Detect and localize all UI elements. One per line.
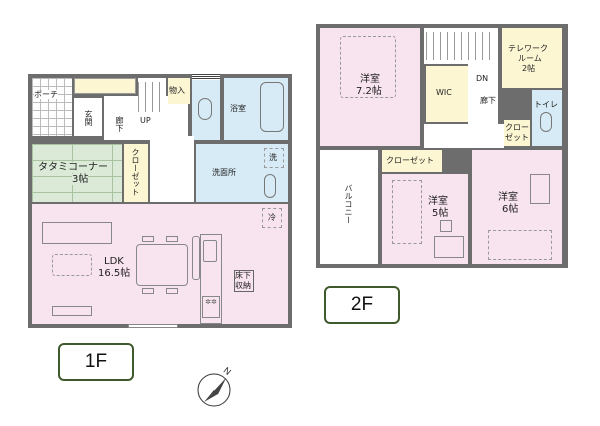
desk-icon bbox=[530, 174, 550, 204]
hallway-2f-lower bbox=[424, 124, 504, 148]
telework-label-2: ルーム bbox=[518, 54, 542, 63]
storage-label: 物入 bbox=[169, 86, 185, 95]
stairs-down-label: DN bbox=[476, 74, 489, 83]
toilet-2f-label: トイレ bbox=[534, 100, 558, 109]
toilet-1f bbox=[192, 78, 220, 140]
porch bbox=[32, 78, 72, 136]
floor-plan-2f: 洋室 7.2帖 WIC DN 廊下 テレワーク ルーム 2帖 トイレ クロー ゼ… bbox=[316, 24, 568, 268]
bedroom-5-size: 5帖 bbox=[432, 208, 449, 219]
compass: N bbox=[196, 365, 236, 408]
dining-chair-icon bbox=[166, 288, 178, 294]
bed-icon bbox=[392, 180, 422, 244]
floor-badge-1f: 1F bbox=[58, 343, 134, 381]
closet-small-label-2: ゼット bbox=[505, 133, 529, 142]
closet-1f-label: クローゼット bbox=[131, 148, 140, 196]
balcony-label: バルコニー bbox=[344, 184, 353, 224]
bedroom-7-2 bbox=[320, 28, 420, 146]
toilet-fixture-icon bbox=[540, 112, 552, 132]
underfloor-storage-label-1: 床下 bbox=[235, 271, 251, 280]
storage-closet bbox=[168, 78, 190, 104]
dining-table-icon bbox=[136, 244, 188, 286]
closet-wide-label: クローゼット bbox=[386, 156, 434, 165]
toilet-2f bbox=[532, 90, 562, 146]
dining-chair-icon bbox=[142, 236, 154, 242]
dining-chair-icon bbox=[166, 236, 178, 242]
bed-icon bbox=[340, 36, 396, 98]
telework-size: 2帖 bbox=[522, 64, 536, 73]
floor-badge-2f: 2F bbox=[324, 286, 400, 324]
underfloor-storage-label-2: 収納 bbox=[235, 281, 251, 290]
bedroom-7-2-name: 洋室 bbox=[360, 74, 380, 85]
window-stripe bbox=[192, 74, 220, 80]
balcony bbox=[320, 150, 378, 264]
ldk-size: 16.5帖 bbox=[98, 268, 131, 279]
tv-stand-icon bbox=[52, 306, 92, 316]
hallway-1f-label: 廊下 bbox=[115, 116, 124, 132]
dining-chair-icon bbox=[142, 288, 154, 294]
bathroom bbox=[224, 78, 288, 140]
window bbox=[128, 324, 178, 328]
desk-icon bbox=[434, 236, 464, 258]
bedroom-6-name: 洋室 bbox=[498, 192, 518, 203]
chair-icon bbox=[440, 220, 452, 232]
stove-icon: ✲✲ bbox=[202, 296, 220, 318]
stairs-treads-1f bbox=[138, 82, 166, 112]
fridge-label: 冷 bbox=[268, 213, 276, 222]
island-panel bbox=[192, 236, 200, 280]
bedroom-7-2-size: 7.2帖 bbox=[356, 86, 382, 97]
bedroom-5 bbox=[382, 174, 468, 264]
bedroom-6 bbox=[472, 150, 562, 264]
bedroom-5-name: 洋室 bbox=[428, 196, 448, 207]
bedroom-6-size: 6帖 bbox=[502, 204, 519, 215]
fridge-space bbox=[262, 208, 282, 228]
hallway-2f-label: 廊下 bbox=[480, 96, 496, 105]
washing-machine-space bbox=[264, 148, 284, 168]
telework-label-1: テレワーク bbox=[508, 44, 548, 53]
closet-small-2f bbox=[504, 120, 530, 146]
entrance-label: 玄関 bbox=[84, 110, 93, 126]
underfloor-storage bbox=[234, 270, 254, 292]
bed-icon bbox=[488, 230, 552, 260]
tatami-corner-name: タタミコーナー bbox=[38, 162, 108, 173]
ldk bbox=[32, 204, 288, 324]
ldk-name: LDK bbox=[104, 256, 124, 267]
hallway-1f-lower bbox=[150, 136, 194, 202]
sink-icon bbox=[264, 174, 276, 198]
rug-icon bbox=[52, 254, 92, 276]
stairs-up-label: UP bbox=[140, 116, 151, 125]
wic-label: WIC bbox=[436, 88, 452, 97]
closet-1f bbox=[124, 144, 148, 202]
bathroom-label: 浴室 bbox=[230, 104, 246, 113]
tatami-mats bbox=[32, 144, 122, 202]
tatami-corner-size: 3帖 bbox=[72, 174, 89, 185]
shoe-storage bbox=[74, 78, 136, 94]
walk-in-closet bbox=[426, 66, 468, 122]
porch-label: ポーチ bbox=[34, 90, 58, 99]
toilet-fixture-icon bbox=[198, 98, 212, 120]
closet-small-label-1: クロー bbox=[505, 123, 529, 132]
floor-plan-1f: ポーチ 玄関 廊下 UP 物入 浴室 洗 洗面所 タタミコーナー 3帖 クローゼ… bbox=[28, 74, 292, 328]
washer-label: 洗 bbox=[269, 153, 277, 162]
stairs-treads-2f bbox=[426, 32, 496, 60]
kitchen-sink-icon bbox=[203, 240, 217, 262]
sofa-icon bbox=[42, 222, 112, 244]
telework-room bbox=[502, 28, 562, 88]
closet-wide-2f bbox=[382, 150, 442, 172]
compass-arrow-icon bbox=[197, 373, 231, 407]
bathtub-icon bbox=[260, 82, 284, 132]
entrance bbox=[74, 98, 102, 136]
washroom-label: 洗面所 bbox=[212, 168, 236, 177]
